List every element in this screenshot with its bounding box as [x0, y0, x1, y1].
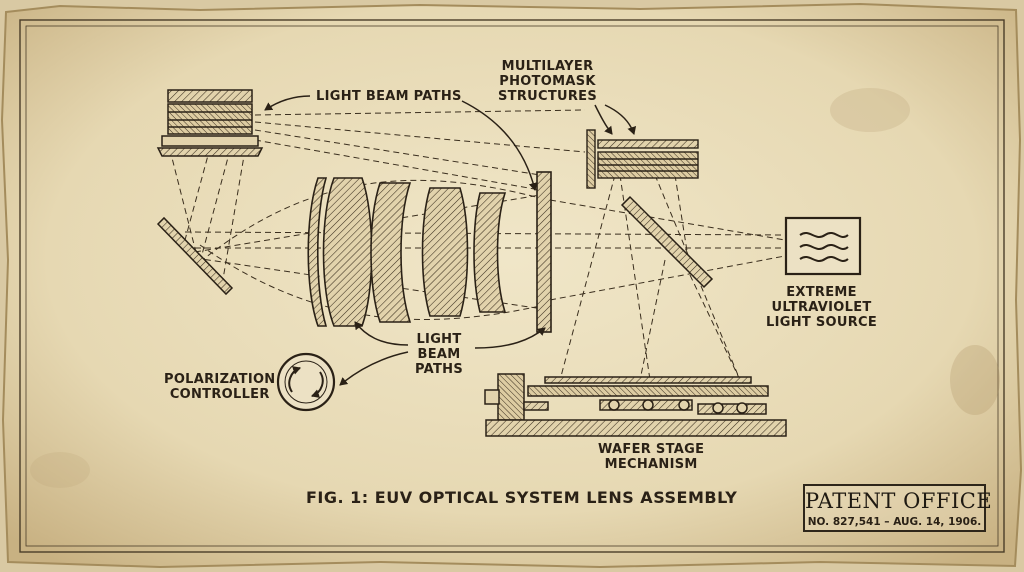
- patent-number: NO. 827,541 – AUG. 14, 1906.: [807, 516, 982, 528]
- euv-light-source: [784, 216, 862, 276]
- label-polarization-line-2: CONTROLLER: [169, 387, 270, 402]
- label-light-source-line-3: LIGHT SOURCE: [766, 315, 878, 330]
- label-wafer-stage: WAFER STAGE MECHANISM: [598, 442, 704, 472]
- patent-office-title: PATENT OFFICE: [805, 489, 993, 513]
- polarization-controller: [276, 352, 336, 412]
- patent-stamp: PATENT OFFICE NO. 827,541 – AUG. 14, 190…: [803, 484, 993, 532]
- label-light-beam-paths-bottom-line-2: BEAM: [417, 347, 461, 362]
- label-light-source: EXTREME ULTRAVIOLET LIGHT SOURCE: [766, 285, 877, 330]
- photomask-structure: [586, 129, 699, 189]
- label-light-beam-paths-bottom-line-3: PATHS: [415, 362, 463, 377]
- label-polarization-line-1: POLARIZATION: [164, 372, 276, 387]
- label-light-source-line-1: EXTREME: [786, 285, 857, 300]
- lens-assembly: [307, 171, 552, 333]
- label-light-beam-paths-top: LIGHT BEAM PATHS: [316, 89, 462, 104]
- label-wafer-stage-line-1: WAFER STAGE: [598, 442, 705, 457]
- label-wafer-stage-line-2: MECHANISM: [604, 457, 698, 472]
- figure-caption: FIG. 1: EUV OPTICAL SYSTEM LENS ASSEMBLY: [306, 488, 738, 507]
- label-photomask-line-2: PHOTOMASK: [499, 74, 596, 89]
- top-mirror-assembly: [156, 89, 264, 157]
- label-light-source-line-2: ULTRAVIOLET: [771, 300, 872, 315]
- callout-arrows: [264, 95, 637, 386]
- label-light-beam-paths-bottom: LIGHT BEAM PATHS: [415, 332, 463, 377]
- label-light-beam-paths-bottom-line-1: LIGHT: [416, 332, 462, 347]
- label-photomask: MULTILAYER PHOTOMASK STRUCTURES: [498, 59, 597, 104]
- left-tilted-mirror: [156, 216, 234, 296]
- beam-splitter-mirror: [620, 195, 714, 289]
- label-polarization-controller: POLARIZATION CONTROLLER: [164, 372, 276, 402]
- label-photomask-line-3: STRUCTURES: [498, 89, 598, 104]
- label-photomask-line-1: MULTILAYER: [501, 59, 594, 74]
- wafer-stage: [484, 373, 787, 437]
